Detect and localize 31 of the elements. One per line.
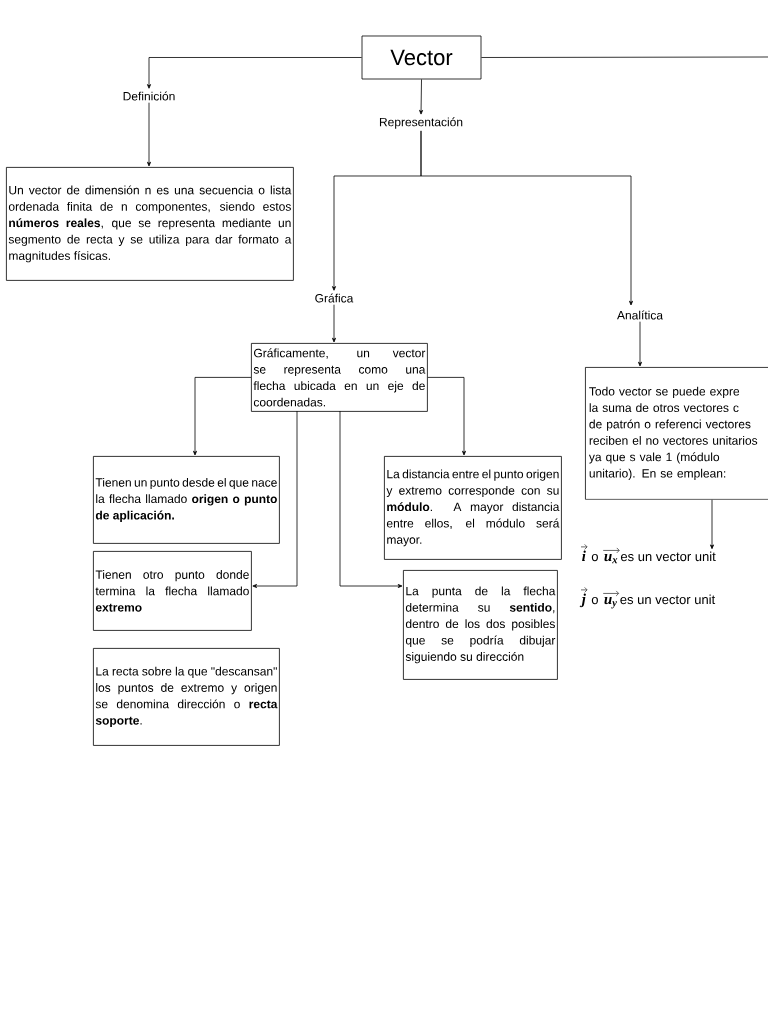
arrow	[147, 102, 151, 167]
label: u$_{y}$	[604, 597, 617, 609]
arrow	[147, 57, 362, 89]
text-box: Todo vector se puede expre la suma de otros vectores c de patrón o referenci vectores reciben el no vectores unitarios ya que s vale 1 (módulo unitario). En se emplean:	[585, 367, 768, 500]
text-box: La recta sobre la que "descansan" los puntos de extremo y origen se denomina dirección o recta soporte.	[93, 648, 280, 746]
label: es un vector unit	[620, 594, 716, 605]
connector-line	[481, 56, 768, 58]
arrow	[710, 499, 714, 550]
arrow	[193, 377, 252, 456]
label: j	[579, 593, 586, 608]
text-box: La punta de la flecha determina su sentido, dentro de los dos posibles que se podría dibujar siguiendo su dirección	[403, 570, 558, 680]
text-box: Gráficamente, un vector se representa como una flecha ubicada en un eje de coordenadas.	[251, 343, 428, 412]
arrow	[332, 304, 336, 343]
text-box: Tienen otro punto donde termina la flecha llamado extremo	[93, 551, 252, 631]
arrow	[419, 79, 424, 115]
branch-label: Definición	[123, 91, 175, 101]
formula-text: j o u$_{y}$ es un vector unit	[579, 587, 716, 609]
formula-text: i o u$_{x}$ es un vector unit	[580, 544, 716, 564]
text-box: La distancia entre el punto origen y extremo corresponde con su módulo. A mayor distancia entre ellos, el módulo será mayor.	[384, 456, 562, 560]
text-box: Un vector de dimensión n es una secuencia o lista ordenada finita de n componentes, siendo estos números reales, que se representa mediante un segmento de recta y se utiliza para dar formato a magnitudes físicas.	[6, 167, 294, 281]
branch-label: Representación	[379, 117, 463, 129]
arrow	[252, 410, 298, 588]
text-box: Tienen un punto desde el que nace la flecha llamado origen o punto de aplicación.	[93, 456, 280, 544]
arrow	[339, 410, 403, 588]
title-box: Vector	[361, 35, 482, 80]
arrow	[420, 130, 633, 306]
branch-label: Gráfica	[315, 293, 354, 303]
arrow	[427, 377, 466, 456]
label: o	[591, 597, 598, 605]
branch-label: Analítica	[617, 310, 663, 320]
arrow	[638, 321, 642, 367]
